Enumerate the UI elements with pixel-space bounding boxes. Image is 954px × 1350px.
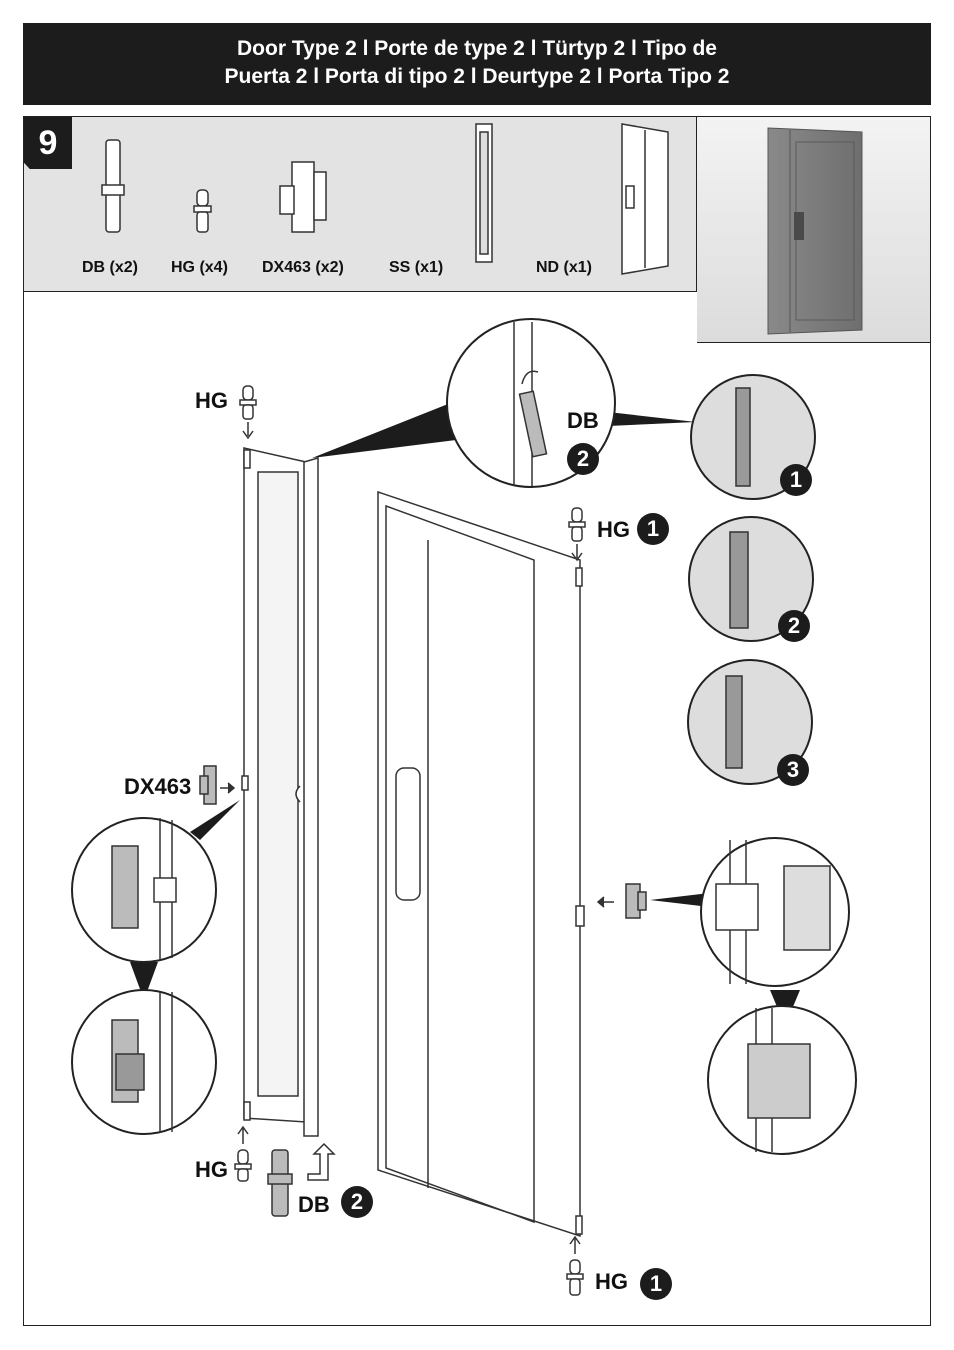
dx463-right-part <box>596 883 647 919</box>
part-label-ss: SS (x1) <box>389 259 444 276</box>
label-hg-bottom-left: HG <box>195 1157 228 1182</box>
leader-db-seq <box>608 412 696 426</box>
part-dx463-icon <box>279 161 327 233</box>
num-seq-2: 2 <box>778 610 810 642</box>
header-line-2: Puerta 2 l Porta di tipo 2 l Deurtype 2 … <box>224 65 730 88</box>
db-bottom-part <box>267 1142 336 1217</box>
num-db-circle: 2 <box>567 443 599 475</box>
zoom-circle-step3 <box>687 659 813 785</box>
step-frame <box>23 116 931 1326</box>
hg-pin-bottom-left <box>234 1125 252 1182</box>
zoom-circle-step2 <box>688 516 814 642</box>
hg-pin-top-right <box>568 507 586 562</box>
dx463-left-part <box>199 765 249 805</box>
photo-door <box>767 127 863 335</box>
main-door <box>377 490 585 1238</box>
step-number: 9 <box>24 117 72 169</box>
num-hg-bottom-right: 1 <box>640 1268 672 1300</box>
header-line-1: Door Type 2 l Porte de type 2 l Türtyp 2… <box>237 37 717 60</box>
zoom-circle-dx-left-1 <box>71 817 217 963</box>
num-seq-1: 1 <box>780 464 812 496</box>
leader-db-zoom <box>312 404 456 458</box>
part-label-hg: HG (x4) <box>171 259 228 276</box>
page-header: Door Type 2 l Porte de type 2 l Türtyp 2… <box>23 23 931 105</box>
label-hg-top-right: HG <box>597 517 630 542</box>
part-nd-icon <box>621 123 669 275</box>
part-ss-icon <box>475 123 493 263</box>
parts-panel <box>24 117 697 292</box>
num-seq-3: 3 <box>777 754 809 786</box>
part-db-icon <box>101 139 125 233</box>
hg-pin-top-left <box>239 385 257 440</box>
num-hg-top-right: 1 <box>637 513 669 545</box>
label-db-bottom: DB <box>298 1192 330 1217</box>
part-hg-icon <box>193 189 212 233</box>
part-label-db: DB (x2) <box>82 259 139 276</box>
label-hg-top-left: HG <box>195 388 228 413</box>
side-strip-door <box>243 447 319 1137</box>
label-dx463: DX463 <box>124 774 192 799</box>
part-label-nd: ND (x1) <box>536 259 593 276</box>
label-hg-bottom-right: HG <box>595 1269 628 1294</box>
arrow-dx-left <box>130 962 158 1000</box>
part-label-dx463: DX463 (x2) <box>262 259 344 276</box>
zoom-details <box>111 322 831 1152</box>
label-db-circle: DB <box>567 408 599 433</box>
num-db-bottom: 2 <box>341 1186 373 1218</box>
hg-pin-bottom-right <box>566 1235 584 1296</box>
leader-dx-left <box>190 800 240 840</box>
